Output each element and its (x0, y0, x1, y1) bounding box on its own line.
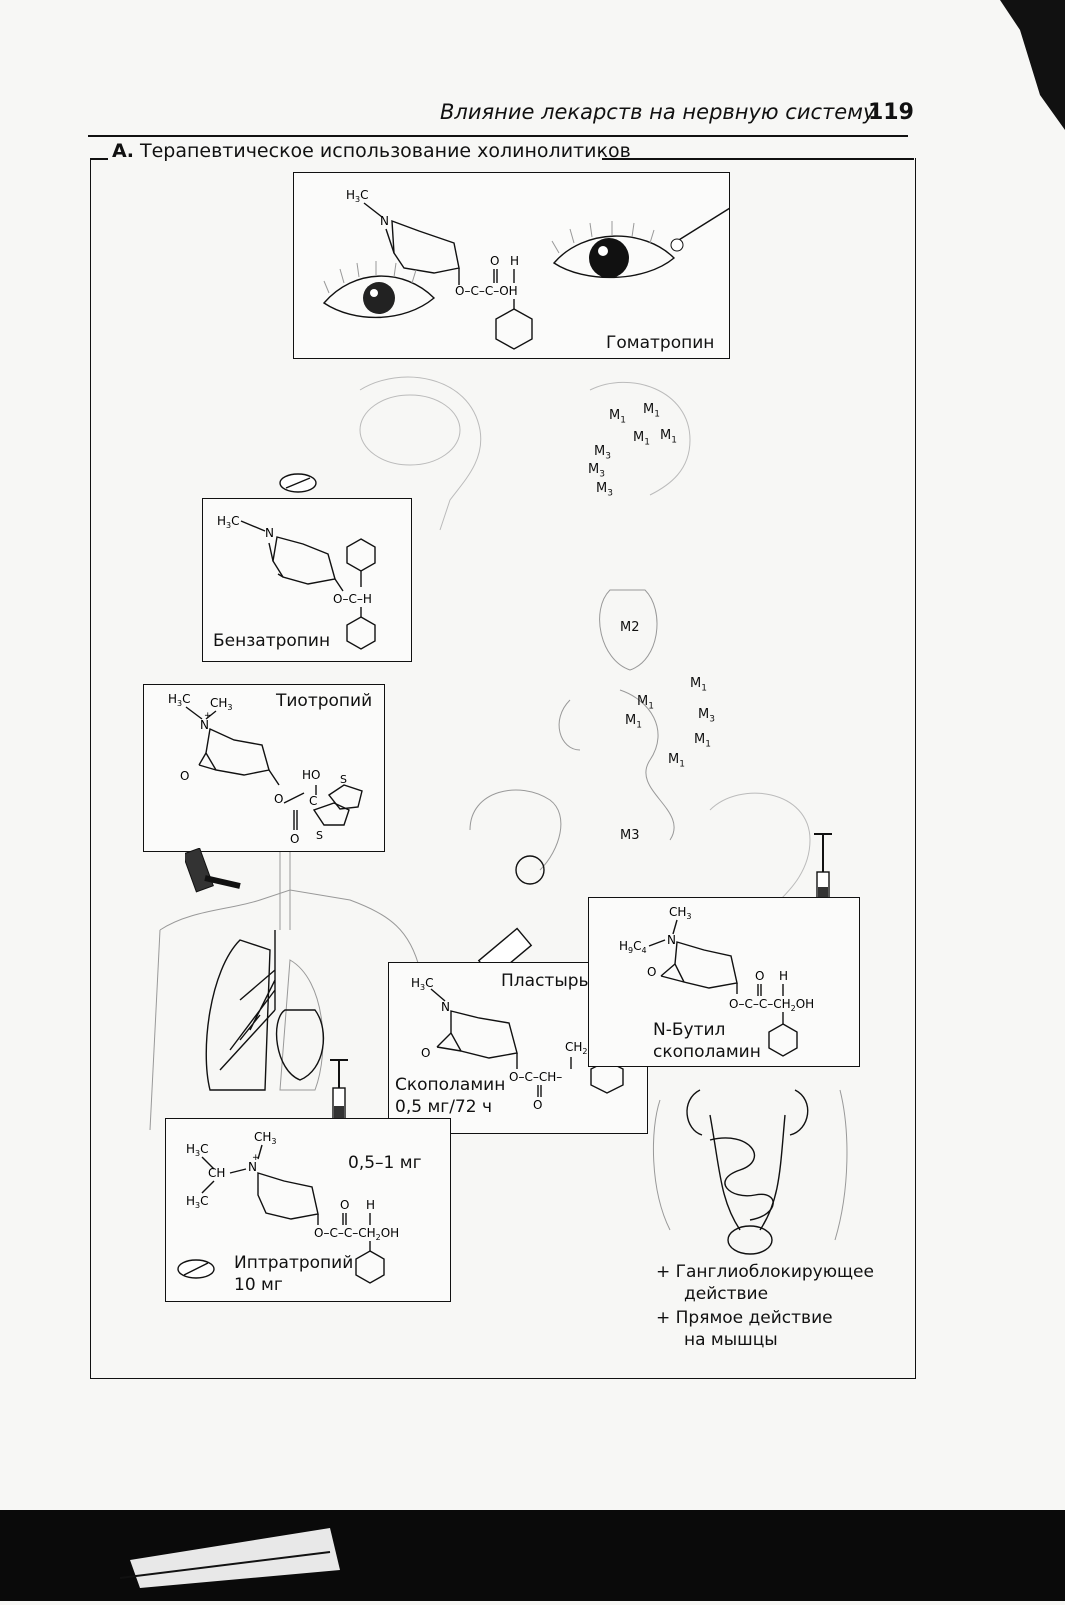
ipratropium-injection-dose: 0,5–1 мг (348, 1153, 422, 1173)
homatropine-label: Гоматропин (606, 333, 715, 353)
effect-ganglionic-block-2: действие (684, 1284, 769, 1304)
scopolamine-dose: 0,5 мг/72 ч (395, 1097, 493, 1117)
receptor-label: M2 (620, 620, 640, 635)
section-title: А. Терапевтическое использование холинол… (112, 140, 631, 162)
svg-text:H3C: H3C (217, 514, 240, 530)
svg-text:N: N (667, 933, 676, 947)
svg-text:N: N (248, 1160, 257, 1174)
benzatropine-box: H3C N O–C–H Бензатропин (202, 498, 412, 662)
svg-text:N: N (441, 1000, 450, 1014)
tablet-icon (279, 473, 317, 493)
svg-text:CH3: CH3 (669, 905, 692, 921)
receptor-label: M3 (698, 707, 715, 725)
svg-text:HO: HO (302, 768, 320, 782)
receptor-label: M3 (588, 462, 605, 480)
figure-frame (90, 158, 916, 1379)
svg-text:O–C–C–CH2OH: O–C–C–CH2OH (314, 1226, 399, 1242)
svg-text:O–C–H: O–C–H (333, 592, 372, 606)
svg-text:O: O (490, 254, 499, 268)
svg-text:CH3: CH3 (254, 1130, 277, 1146)
homatropine-box: H3C N O–C–C–OH O H Гоматропин (293, 171, 814, 359)
svg-text:CH: CH (208, 1166, 225, 1180)
n-butylscopolamine-structure: CH3 H9C4 N O O–C–C–CH2OH O H (619, 905, 814, 1057)
frame-top-rule-left (90, 158, 108, 160)
svg-text:S: S (340, 773, 347, 786)
receptor-label: M1 (694, 732, 711, 750)
svg-text:H: H (510, 254, 519, 268)
svg-text:O: O (647, 965, 656, 979)
svg-text:H: H (779, 969, 788, 983)
tiotropium-structure: H3C CH3 N + O O HO C S S O (168, 692, 363, 846)
svg-text:N: N (200, 718, 209, 732)
receptor-label: M1 (637, 694, 654, 712)
svg-text:CH3: CH3 (210, 696, 233, 712)
svg-text:O: O (340, 1198, 349, 1212)
receptor-label: M3 (620, 828, 640, 843)
ipratropium-box: CH3 H3C CH N + H3C O–C–C–CH2OH O H 0,5–1… (165, 1118, 451, 1302)
svg-text:H3C: H3C (411, 976, 434, 992)
benzatropine-structure: H3C N O–C–H (217, 514, 376, 650)
header-rule (88, 135, 908, 137)
n-butylscopolamine-label-line2: скополамин (653, 1042, 761, 1062)
homatropine-structure: H3C N O–C–C–OH O H (322, 171, 814, 350)
receptor-label: M3 (594, 444, 611, 462)
svg-text:O: O (180, 769, 189, 783)
svg-text:O: O (755, 969, 764, 983)
receptor-label: M1 (643, 402, 660, 420)
svg-text:H: H (366, 1198, 375, 1212)
svg-text:O–C–CH–: O–C–CH– (509, 1070, 562, 1084)
n-butylscopolamine-box: CH3 H9C4 N O O–C–C–CH2OH O H N-Бутил ско… (588, 897, 860, 1067)
running-title: Влияние лекарств на нервную систему (440, 100, 876, 124)
svg-text:N: N (380, 214, 389, 228)
tiotropium-label: Тиотропий (276, 691, 373, 711)
svg-text:H9C4: H9C4 (619, 939, 647, 955)
svg-text:H3C: H3C (186, 1142, 209, 1158)
n-butylscopolamine-label-line1: N-Бутил (653, 1020, 726, 1040)
ipratropium-oral-dose: 10 мг (234, 1275, 283, 1295)
svg-text:O: O (533, 1098, 542, 1112)
svg-text:O: O (421, 1046, 430, 1060)
svg-text:O–C–C–OH: O–C–C–OH (455, 284, 518, 298)
section-letter: А. (112, 140, 134, 162)
svg-text:O: O (274, 792, 283, 806)
anatomy-background (149, 376, 848, 1255)
receptor-label: M1 (609, 408, 626, 426)
tiotropium-box: H3C CH3 N + O O HO C S S O Тиотропий (143, 684, 385, 852)
receptor-label: M1 (660, 428, 677, 446)
scopolamine-route-label: Пластырь (501, 971, 589, 991)
receptor-label: M3 (596, 481, 613, 499)
receptor-label: M1 (668, 752, 685, 770)
effect-direct-muscle-2: на мышцы (684, 1330, 778, 1350)
svg-text:N: N (265, 526, 274, 540)
section-title-text: Терапевтическое использование холинолити… (139, 140, 631, 162)
effect-direct-muscle: + Прямое действие (656, 1308, 833, 1328)
svg-text:+: + (252, 1153, 260, 1163)
receptor-label: M1 (633, 430, 650, 448)
inhaler-icon (185, 848, 241, 893)
frame-top-rule-right (602, 158, 914, 160)
svg-text:S: S (316, 829, 323, 842)
svg-text:C: C (309, 794, 317, 808)
svg-text:H3C: H3C (168, 692, 191, 708)
svg-text:+: + (204, 711, 212, 721)
receptor-label: M1 (690, 676, 707, 694)
svg-text:O: O (290, 832, 299, 846)
receptor-label: M1 (625, 713, 642, 731)
page-number: 119 (868, 100, 914, 125)
scopolamine-label: Скополамин (395, 1075, 506, 1095)
svg-text:H3C: H3C (186, 1194, 209, 1210)
ipratropium-label: Иптратропий (234, 1253, 354, 1273)
effect-ganglionic-block: + Ганглиоблокирующее (656, 1262, 874, 1282)
scan-corner-mark (1000, 0, 1065, 130)
ipratropium-structure: CH3 H3C CH N + H3C O–C–C–CH2OH O H (177, 1130, 399, 1284)
svg-text:H3C: H3C (346, 188, 369, 204)
scopolamine-structure: H3C N O O–C–CH– CH2OH O (411, 976, 624, 1112)
benzatropine-label: Бензатропин (213, 631, 331, 651)
svg-text:O–C–C–CH2OH: O–C–C–CH2OH (729, 997, 814, 1013)
scan-bottom-bar (0, 1510, 1065, 1601)
